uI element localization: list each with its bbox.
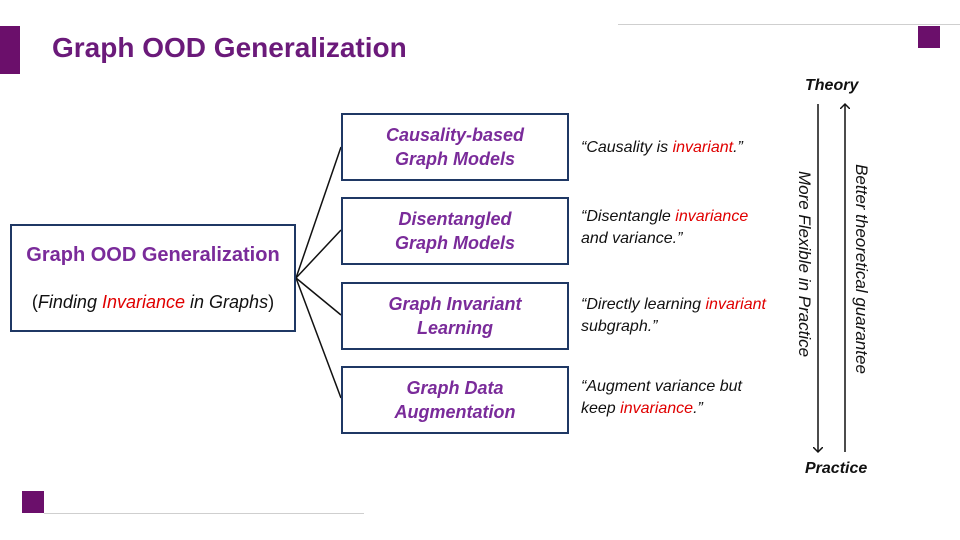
connector-to-causality (295, 146, 342, 279)
subtitle-text-2: in Graphs (185, 292, 269, 312)
quote-text: .” (693, 400, 703, 417)
quote-text: “Disentangle (581, 208, 676, 225)
axis-bottom-label: Practice (805, 460, 868, 477)
quote-highlight: invariant (672, 139, 734, 156)
quote-text: subgraph.” (581, 318, 658, 335)
connector-to-augmentation (295, 277, 342, 399)
main-concept-box: Graph OOD Generalization (Finding Invari… (10, 224, 296, 332)
quote-text: .” (733, 139, 743, 156)
quote-augmentation: “Augment variance but keep invariance.” (581, 376, 776, 420)
quote-highlight: invariance (675, 208, 749, 225)
quote-disentangled: “Disentangle invariance and variance.” (581, 206, 776, 250)
main-concept-subtitle: (Finding Invariance in Graphs) (12, 292, 294, 313)
quote-text: and variance.” (581, 230, 683, 247)
branch-line-1: Disentangled (398, 209, 512, 229)
branch-line-2: Augmentation (394, 402, 516, 422)
corner-square (918, 26, 940, 48)
quote-highlight: invariance (620, 400, 694, 417)
axis-top-label: Theory (805, 77, 859, 94)
footer-square (22, 491, 44, 513)
branch-line-2: Graph Models (394, 233, 515, 253)
branch-box-invariant-learning: Graph Invariant Learning (341, 282, 569, 350)
down-arrow-label: More Flexible in Practice (795, 170, 814, 358)
subtitle-text-1: Finding (37, 292, 102, 312)
page-title: Graph OOD Generalization (52, 32, 407, 63)
branch-box-augmentation: Graph Data Augmentation (341, 366, 569, 434)
quote-highlight: invariant (705, 296, 766, 313)
branch-line-1: Causality-based (385, 125, 525, 145)
title-accent-bar (0, 26, 20, 74)
branch-box-causality: Causality-based Graph Models (341, 113, 569, 181)
main-concept-title: Graph OOD Generalization (26, 244, 280, 266)
quote-text: “Directly learning (581, 296, 706, 313)
connector-to-disentangled (295, 229, 342, 279)
branch-line-1: Graph Data (406, 378, 504, 398)
quote-text: “Augment variance but keep (581, 378, 742, 417)
top-divider (618, 24, 960, 25)
subtitle-highlight: Invariance (101, 292, 186, 312)
branch-line-2: Learning (416, 318, 493, 338)
quote-causality: “Causality is invariant.” (581, 137, 776, 159)
quote-invariant-learning: “Directly learning invariant subgraph.” (581, 294, 776, 338)
up-arrow-label: Better theoretical guarantee (852, 164, 871, 374)
branch-line-2: Graph Models (394, 149, 515, 169)
quote-text: “Causality is (581, 139, 673, 156)
connector-to-invariant-learning (295, 277, 342, 316)
branch-line-1: Graph Invariant (388, 294, 522, 314)
subtitle-open-paren: ( (31, 292, 38, 312)
branch-box-disentangled: Disentangled Graph Models (341, 197, 569, 265)
subtitle-close-paren: ) (268, 292, 275, 312)
bottom-divider (44, 513, 364, 514)
